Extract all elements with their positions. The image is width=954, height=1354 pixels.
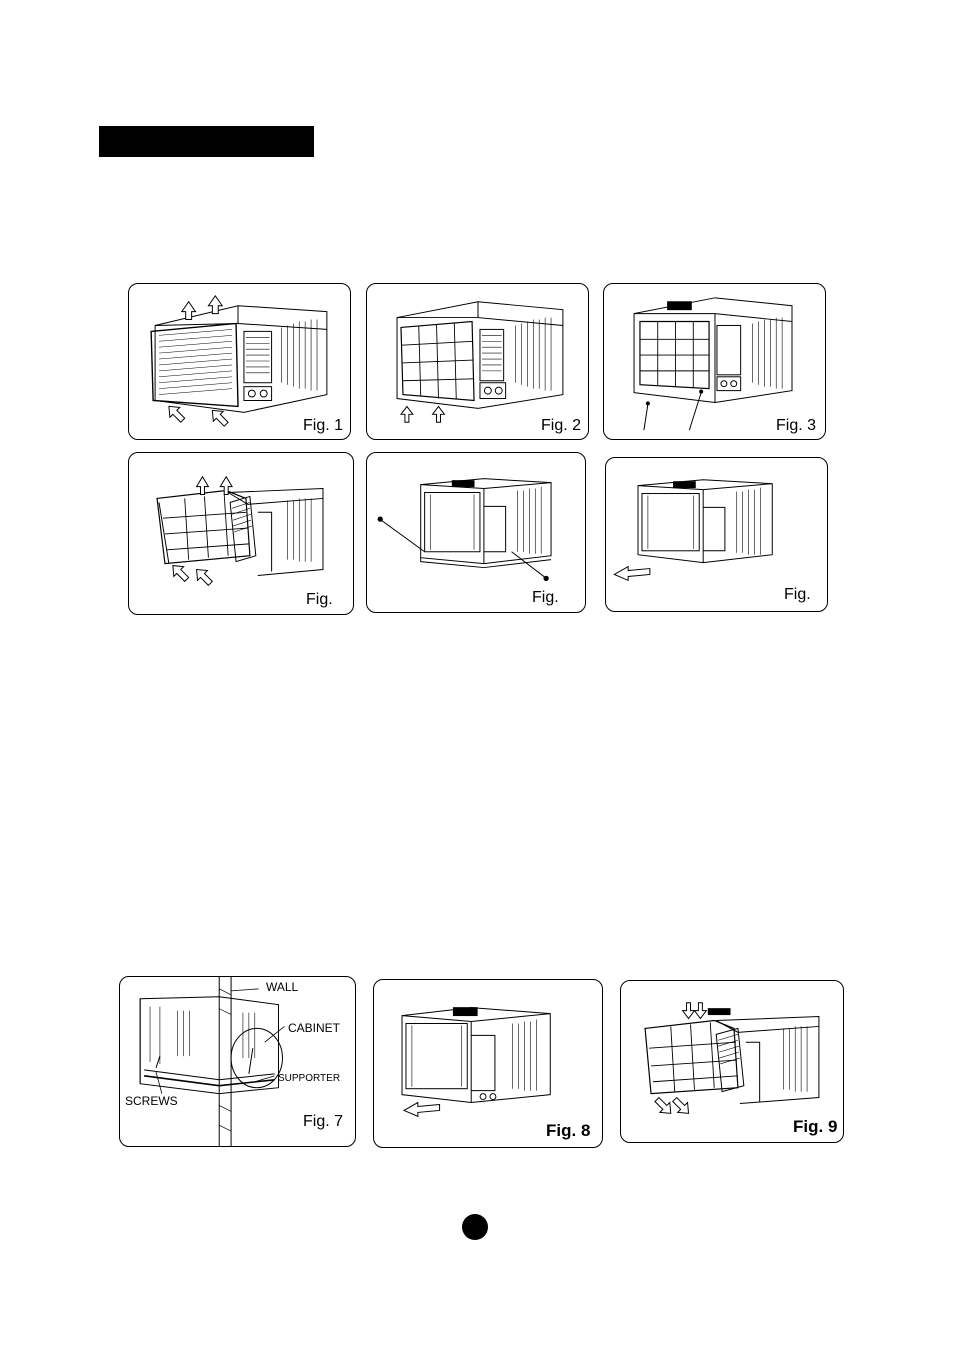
figure-4-panel: Fig.: [128, 452, 354, 615]
figure-8-caption: Fig. 8: [546, 1121, 591, 1140]
arrow-down-icon: [681, 1002, 708, 1020]
ac-unit-panel-open-illustration: [156, 475, 324, 587]
slide-arrow-icon: [613, 565, 651, 582]
cabinet-label: CABINET: [288, 1021, 341, 1035]
arrow-up-icon: [195, 475, 233, 495]
arrow-diagonal-icon: [168, 405, 229, 427]
figure-7-panel: WALL CABINET SUPPORTER SCREWS Fig. 7: [119, 976, 356, 1147]
page-number-badge: [462, 1214, 488, 1240]
screw-icon: [643, 389, 704, 431]
arrow-diagonal-icon: [654, 1096, 690, 1114]
cabinet-installation-illustration: [139, 977, 285, 1146]
figure-9-caption: Fig. 9: [793, 1117, 838, 1136]
supporter-label: SUPPORTER: [278, 1073, 341, 1084]
ac-unit-chassis-screws-illustration: [377, 478, 552, 582]
figure-2-caption: Fig. 2: [541, 417, 582, 434]
ac-unit-reassembly-illustration: [644, 1002, 820, 1114]
ac-unit-filter-illustration: [396, 301, 564, 423]
figure-5-caption: Fig.: [532, 589, 559, 606]
figure-8-panel: Fig. 8: [373, 979, 603, 1148]
ac-unit-slide-in-illustration: [401, 1007, 551, 1118]
slide-arrow-icon: [402, 1101, 441, 1118]
figure-6-caption: Fig.: [784, 586, 811, 603]
wall-label: WALL: [266, 980, 299, 994]
figure-2-panel: Fig. 2: [366, 283, 589, 440]
screws-label: SCREWS: [125, 1094, 178, 1108]
arrow-up-icon: [180, 294, 224, 321]
section-header-bar: [99, 126, 314, 157]
arrow-diagonal-icon: [172, 565, 214, 587]
figure-5-panel: Fig.: [366, 452, 586, 613]
ac-unit-front-grille-illustration: [150, 294, 328, 427]
figure-1-panel: Fig. 1: [128, 283, 351, 440]
figure-4-caption: Fig.: [306, 591, 333, 608]
screw-icon: [377, 516, 549, 582]
figure-3-caption: Fig. 3: [776, 417, 817, 434]
figure-1-caption: Fig. 1: [303, 417, 344, 434]
ac-unit-screws-illustration: [633, 297, 793, 431]
arrow-up-icon: [400, 405, 446, 423]
figure-3-panel: Fig. 3: [603, 283, 826, 440]
figure-7-caption: Fig. 7: [303, 1113, 344, 1130]
figure-6-panel: Fig.: [605, 457, 828, 612]
figure-9-panel: Fig. 9: [620, 980, 844, 1143]
ac-unit-slide-out-illustration: [613, 479, 773, 582]
